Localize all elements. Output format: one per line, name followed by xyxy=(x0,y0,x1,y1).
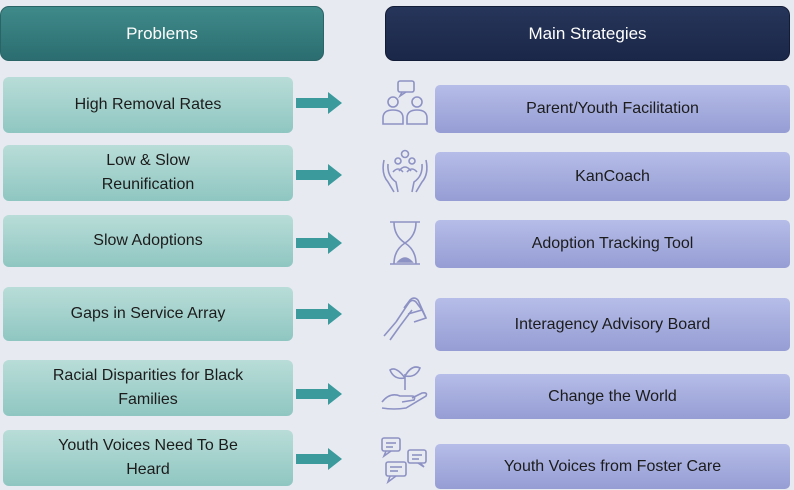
strategy-box: Parent/Youth Facilitation xyxy=(435,85,790,133)
problem-box: Gaps in Service Array xyxy=(3,287,293,341)
arrow-icon xyxy=(296,383,342,405)
problem-box: Racial Disparities for Black Families xyxy=(3,360,293,416)
hands-support-group-icon xyxy=(382,149,428,193)
strategy-label: KanCoach xyxy=(575,167,650,185)
strategy-label: Change the World xyxy=(548,387,677,405)
problem-label: Youth Voices Need To Be Heard xyxy=(58,437,238,478)
arrow-icon xyxy=(296,448,342,470)
problem-label: Gaps in Service Array xyxy=(70,305,226,322)
hourglass-icon xyxy=(390,221,420,265)
problems-header-label: Problems xyxy=(126,23,198,43)
hand-sprout-icon xyxy=(381,366,428,410)
strategies-header-label: Main Strategies xyxy=(528,23,647,43)
arrow-icon xyxy=(296,232,342,254)
problem-box: Youth Voices Need To Be Heard xyxy=(3,430,293,486)
problem-label: High Removal Rates xyxy=(74,96,222,113)
problem-box: High Removal Rates xyxy=(3,77,293,133)
strategy-box: Adoption Tracking Tool xyxy=(435,220,790,268)
strategy-box: Interagency Advisory Board xyxy=(435,298,790,351)
people-chat-icon xyxy=(382,80,428,125)
strategy-box: KanCoach xyxy=(435,152,790,201)
arrow-icon xyxy=(296,92,342,114)
problem-label: Low & Slow Reunification xyxy=(101,152,195,193)
problem-label: Racial Disparities for Black Families xyxy=(52,367,244,408)
strategy-label: Parent/Youth Facilitation xyxy=(526,100,699,117)
strategies-header: Main Strategies xyxy=(385,6,790,61)
problem-box: Low & Slow Reunification xyxy=(3,145,293,201)
problem-box: Slow Adoptions xyxy=(3,215,293,267)
arrow-icon xyxy=(296,303,342,325)
speech-bubbles-icon xyxy=(381,437,427,485)
strategy-box: Change the World xyxy=(435,374,790,419)
problem-label: Slow Adoptions xyxy=(93,232,203,249)
strategy-label: Youth Voices from Foster Care xyxy=(503,457,722,475)
strategy-box: Youth Voices from Foster Care xyxy=(435,444,790,489)
strategy-label: Interagency Advisory Board xyxy=(514,315,711,333)
arrow-icon xyxy=(296,164,342,186)
problems-header: Problems xyxy=(0,6,324,61)
handshake-icon xyxy=(383,297,428,341)
strategy-label: Adoption Tracking Tool xyxy=(531,235,694,252)
